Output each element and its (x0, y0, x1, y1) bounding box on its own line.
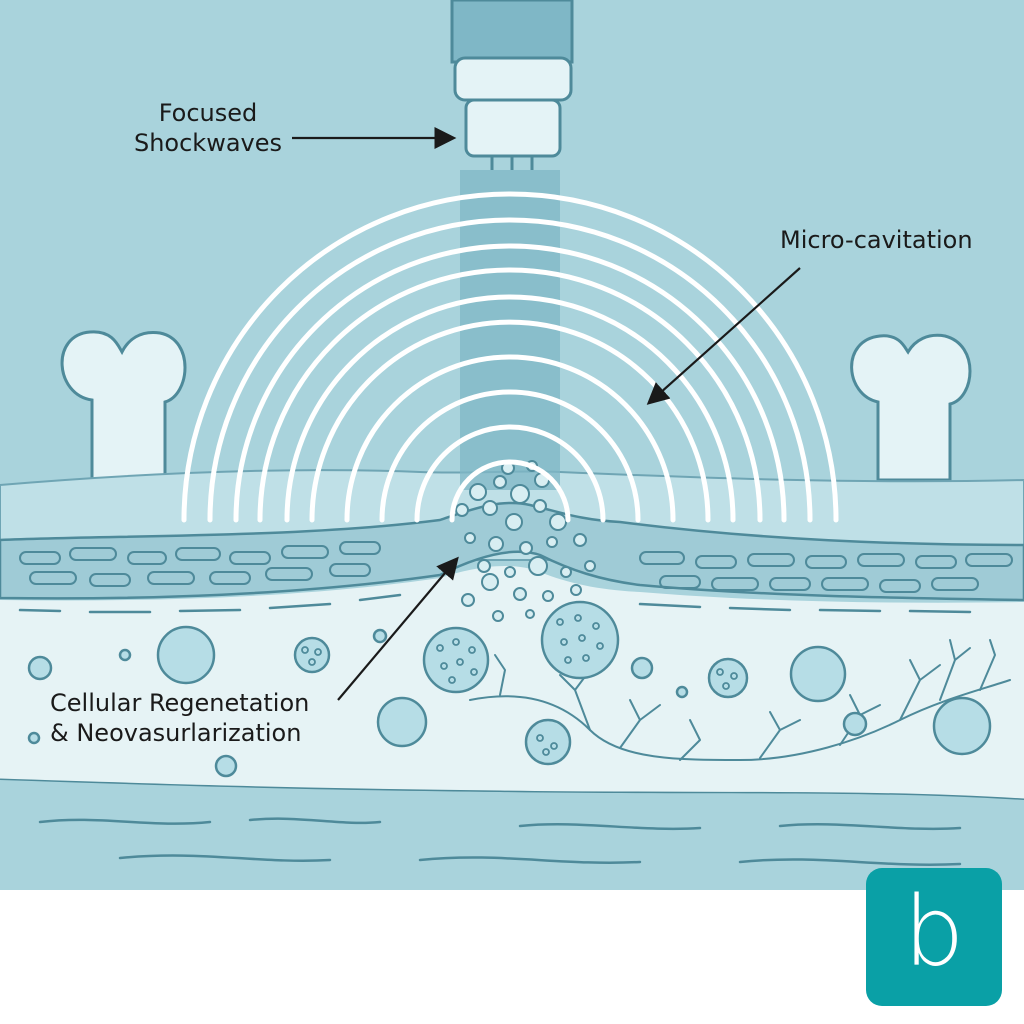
subcutaneous-tissue (0, 565, 1024, 800)
blood-vessels (469, 639, 1011, 762)
brand-logo-letter: b (903, 876, 965, 988)
pointer-arrows (292, 127, 801, 701)
cavitation-bubbles (455, 460, 596, 622)
focused-shockwaves-label: Focused Shockwaves (128, 98, 288, 158)
cellular-regeneration-label: Cellular Regenetation & Neovasurlarizati… (50, 688, 309, 748)
membrane-cells (19, 541, 1013, 593)
shockwave-applicator-icon (450, 0, 574, 170)
focused-shockwaves-line1: Focused (158, 99, 258, 127)
regeneration-arrow (337, 556, 459, 701)
micro-cavitation-label: Micro-cavitation (780, 226, 973, 254)
cellular-regeneration-line1: Cellular Regenetation (50, 689, 310, 717)
deep-layer (0, 780, 1024, 890)
right-bone-icon (850, 333, 972, 482)
deep-layer-lines (38, 817, 962, 866)
cell-nuclei (301, 614, 738, 756)
bottom-margin (0, 890, 1024, 1024)
cells (27, 600, 992, 778)
tissue-dashes (18, 593, 972, 614)
focused-shockwaves-line2: Shockwaves (133, 129, 283, 157)
shockwave-arcs (181, 191, 839, 523)
brand-logo: b (866, 868, 1002, 1006)
cellular-regeneration-line2: & Neovasurlarization (50, 719, 302, 747)
cavitation-arrow (646, 267, 801, 405)
left-bone-icon (60, 330, 187, 482)
